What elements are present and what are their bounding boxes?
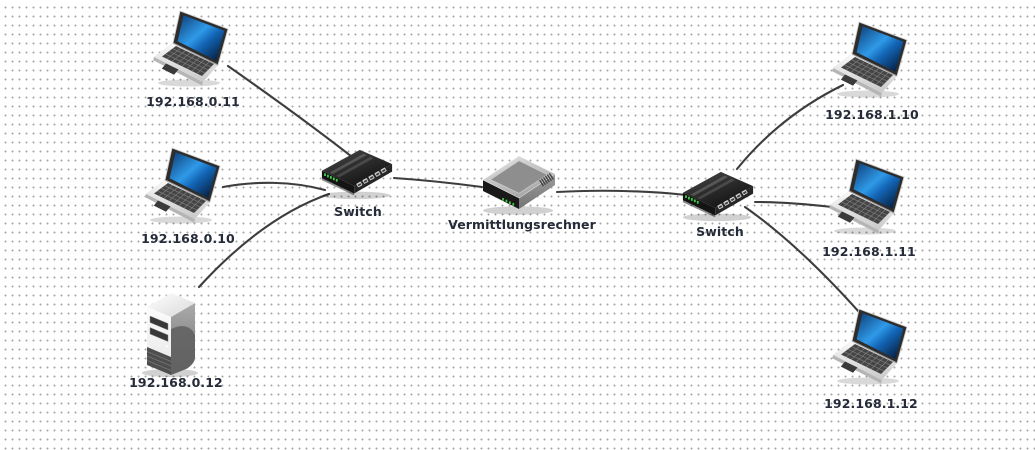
node-laptop-192-168-0-11[interactable] xyxy=(149,10,235,88)
node-laptop-192-168-1-11[interactable] xyxy=(825,158,911,236)
laptop-icon xyxy=(825,158,911,236)
laptop-icon xyxy=(149,10,235,88)
node-router-vermittlungsrechner[interactable] xyxy=(477,152,561,216)
router-icon xyxy=(477,152,561,216)
node-label: Switch xyxy=(696,224,744,239)
edge-router-to-switch-right xyxy=(555,189,688,197)
node-laptop-192-168-1-12[interactable] xyxy=(828,308,914,386)
server-icon xyxy=(137,283,207,378)
edge-switch-right-to-laptop-192-168-1-11 xyxy=(753,200,834,209)
node-label: 192.168.0.10 xyxy=(141,231,235,246)
edge-switch-left-to-router xyxy=(392,176,484,189)
node-laptop-192-168-1-10[interactable] xyxy=(828,21,914,99)
node-label: 192.168.1.10 xyxy=(825,107,919,122)
edge-server-192-168-0-12-to-switch-left xyxy=(197,192,331,289)
node-label: 192.168.1.12 xyxy=(824,396,918,411)
node-label: 192.168.0.11 xyxy=(146,94,240,109)
node-label: Switch xyxy=(334,204,382,219)
node-laptop-192-168-0-10[interactable] xyxy=(141,147,227,225)
node-label: Vermittlungsrechner xyxy=(448,217,596,232)
edge-laptop-192-168-0-11-to-switch-left xyxy=(226,64,358,162)
switch-icon xyxy=(679,169,757,224)
node-switch-left[interactable] xyxy=(318,147,396,202)
laptop-icon xyxy=(141,147,227,225)
edge-switch-right-to-laptop-192-168-1-12 xyxy=(743,205,869,323)
laptop-icon xyxy=(828,21,914,99)
edge-laptop-192-168-0-10-to-switch-left xyxy=(221,181,327,192)
laptop-icon xyxy=(828,308,914,386)
node-server-192-168-0-12[interactable] xyxy=(137,283,207,378)
edge-switch-right-to-laptop-192-168-1-10 xyxy=(735,83,845,171)
node-label: 192.168.0.12 xyxy=(129,375,223,390)
node-label: 192.168.1.11 xyxy=(822,244,916,259)
node-switch-right[interactable] xyxy=(679,169,757,224)
switch-icon xyxy=(318,147,396,202)
